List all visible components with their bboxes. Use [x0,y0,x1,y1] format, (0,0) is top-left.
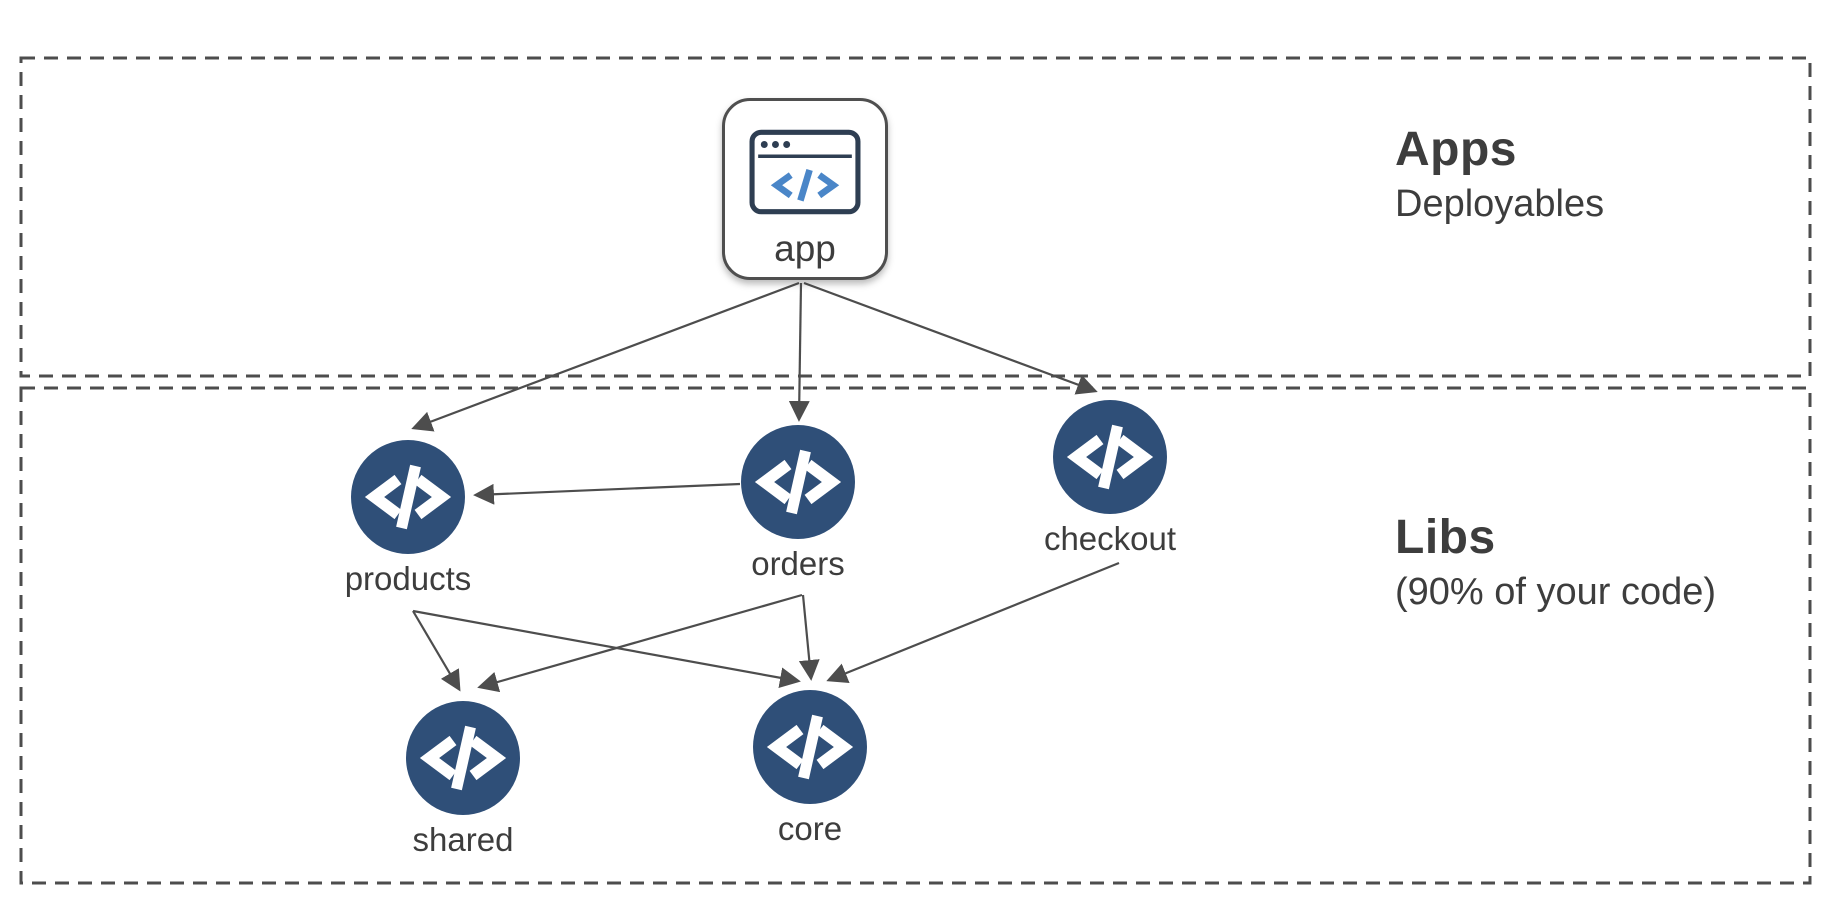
edge-orders-core [798,594,820,681]
code-icon [741,425,855,539]
libs-region-label: Libs (90% of your code) [1395,510,1716,615]
apps-region-subtitle: Deployables [1395,183,1605,226]
edge-app-checkout [803,281,1098,395]
node-label: checkout [1043,520,1177,557]
node-core: core [720,690,900,848]
node-label: core [777,810,843,847]
node-label: orders [751,545,845,582]
edge-app-orders [788,282,810,422]
code-icon [1053,400,1167,514]
apps-region-label: Apps Deployables [1395,122,1604,227]
node-shared: shared [373,701,553,859]
node-app: app [722,98,888,280]
node-products: products [318,440,498,598]
edge-app-products [411,281,800,432]
libs-region-subtitle: (90% of your code) [1395,571,1717,614]
browser-code-icon [749,129,861,220]
node-label: app [774,228,836,269]
node-checkout: checkout [1020,400,1200,558]
code-icon [351,440,465,554]
libs-region-box [19,386,1812,885]
apps-region-title: Apps [1395,123,1517,176]
edge-orders-shared [477,593,803,693]
edge-products-shared [412,610,461,692]
node-label: shared [412,821,514,858]
node-orders: orders [708,425,888,583]
code-icon [406,701,520,815]
node-label: products [344,560,472,597]
code-icon [753,690,867,804]
edge-products-core [412,609,801,689]
edge-orders-products [473,482,741,505]
libs-region-title: Libs [1395,511,1496,564]
